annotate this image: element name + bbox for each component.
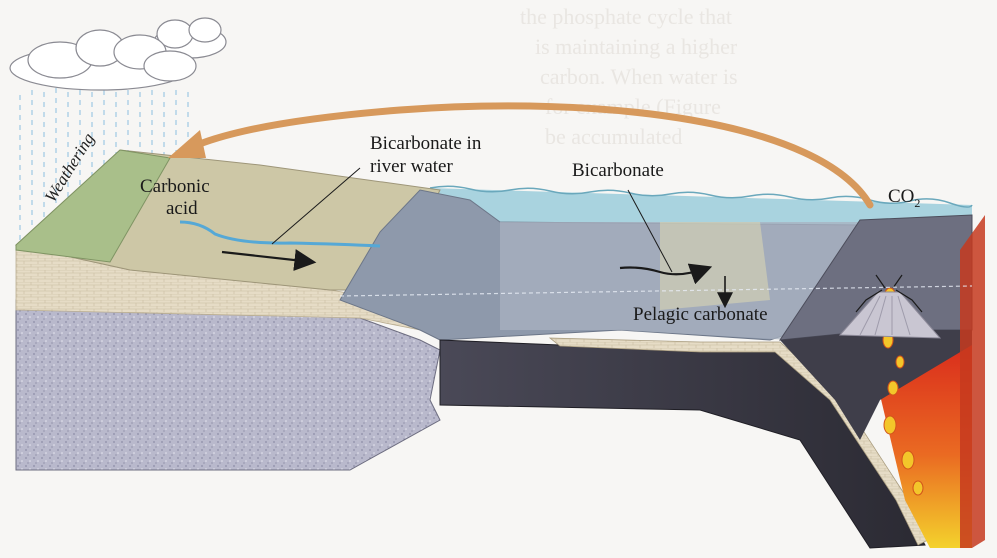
block-right-face: [960, 215, 985, 548]
bicarbonate-label: Bicarbonate: [572, 160, 664, 182]
co2-return-arrowhead: [168, 130, 206, 158]
carbonic-acid-label-line1: Carbonic: [140, 176, 210, 198]
co2-label-base: CO: [888, 186, 914, 207]
river-water-label-line2: river water: [370, 156, 453, 178]
co2-label: CO2: [888, 186, 920, 214]
co2-label-sub: 2: [914, 196, 920, 210]
continental-basement: [16, 300, 440, 470]
river-water-label-line1: Bicarbonate in: [370, 133, 481, 155]
cloud-icon: [10, 18, 226, 90]
carbonic-acid-label-line2: acid: [166, 198, 198, 220]
bicarbonate-plume: [660, 222, 770, 310]
pelagic-carbonate-label: Pelagic carbonate: [633, 304, 768, 326]
